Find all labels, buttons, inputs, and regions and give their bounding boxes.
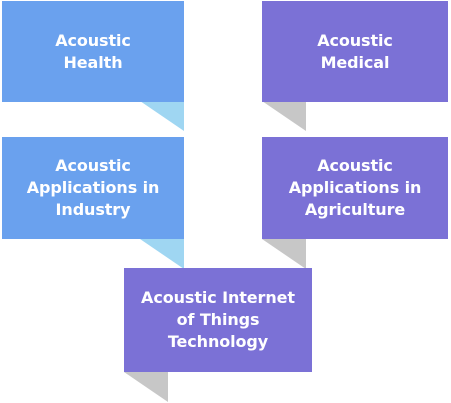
medical-fold <box>262 101 306 131</box>
acoustic-health-label: Acoustic Health <box>55 30 131 72</box>
industry-fold <box>140 239 184 269</box>
agriculture-fold <box>262 239 306 269</box>
iot-fold <box>124 372 168 402</box>
acoustic-industry-label: Acoustic Applications in Industry <box>26 156 160 219</box>
acoustic-health-box: Acoustic Health <box>2 1 184 102</box>
acoustic-medical-label: Acoustic Medical <box>317 30 393 72</box>
acoustic-iot-label: Acoustic Internet of Things Technology <box>141 288 295 351</box>
health-fold <box>140 101 184 131</box>
acoustic-medical-box: Acoustic Medical <box>262 1 448 102</box>
acoustic-agriculture-label: Acoustic Applications in Agriculture <box>288 156 422 219</box>
acoustic-industry-box: Acoustic Applications in Industry <box>2 137 184 239</box>
acoustic-agriculture-box: Acoustic Applications in Agriculture <box>262 137 448 239</box>
acoustic-iot-box: Acoustic Internet of Things Technology <box>124 268 312 372</box>
